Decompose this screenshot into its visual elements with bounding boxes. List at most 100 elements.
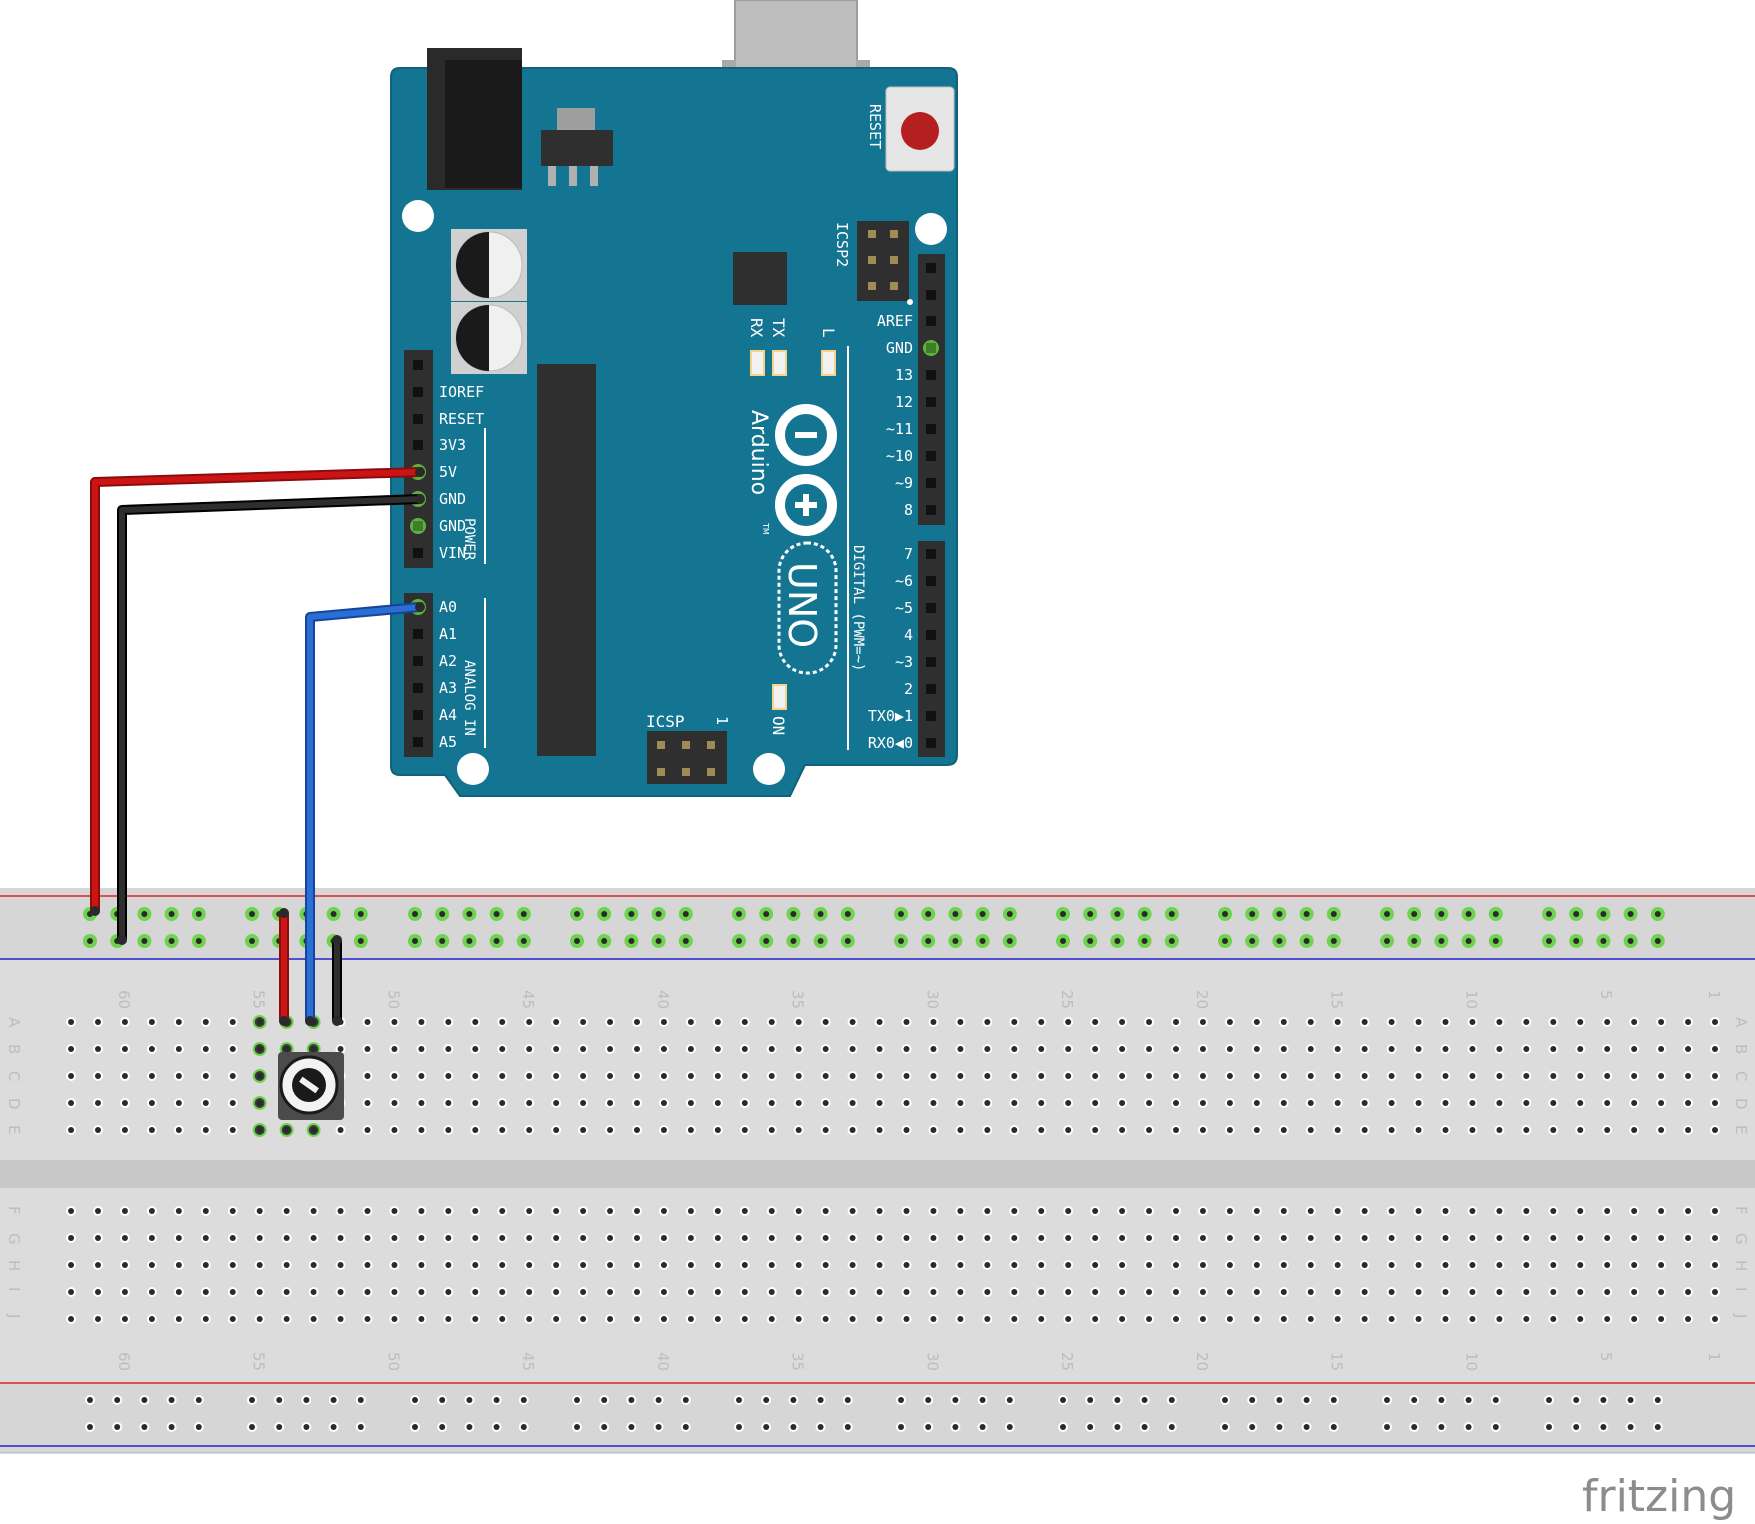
breadboard-hole[interactable]: [957, 1235, 964, 1241]
breadboard-hole[interactable]: [202, 1073, 209, 1079]
breadboard-hole[interactable]: [337, 1046, 344, 1052]
breadboard-hole[interactable]: [580, 1208, 587, 1214]
breadboard-hole[interactable]: [1415, 1289, 1422, 1295]
power-rail-hole[interactable]: [141, 1424, 148, 1430]
breadboard-hole[interactable]: [1038, 1208, 1045, 1214]
breadboard-hole[interactable]: [499, 1289, 506, 1295]
power-rail-hole[interactable]: [1006, 911, 1013, 917]
breadboard-hole[interactable]: [1577, 1208, 1584, 1214]
reset-button[interactable]: [901, 112, 939, 150]
breadboard-hole[interactable]: [229, 1100, 236, 1106]
breadboard-hole[interactable]: [1361, 1046, 1368, 1052]
breadboard-hole[interactable]: [256, 1289, 263, 1295]
breadboard-hole[interactable]: [930, 1100, 937, 1106]
breadboard-hole[interactable]: [1011, 1100, 1018, 1106]
breadboard-hole[interactable]: [957, 1073, 964, 1079]
breadboard-hole[interactable]: [1685, 1019, 1692, 1025]
breadboard-hole[interactable]: [1280, 1019, 1287, 1025]
power-rail-hole[interactable]: [844, 938, 851, 944]
breadboard-hole[interactable]: [364, 1289, 371, 1295]
breadboard-hole[interactable]: [1092, 1019, 1099, 1025]
digital-pin-low-1[interactable]: [926, 576, 936, 586]
breadboard-hole[interactable]: [553, 1073, 560, 1079]
breadboard-hole[interactable]: [1280, 1208, 1287, 1214]
breadboard-hole[interactable]: [660, 1073, 667, 1079]
breadboard-hole[interactable]: [1146, 1019, 1153, 1025]
breadboard-hole[interactable]: [310, 1235, 317, 1241]
breadboard-hole[interactable]: [1011, 1316, 1018, 1322]
power-rail-hole[interactable]: [628, 1424, 635, 1430]
breadboard-hole[interactable]: [1361, 1127, 1368, 1133]
breadboard-hole[interactable]: [283, 1289, 290, 1295]
breadboard-hole[interactable]: [768, 1208, 775, 1214]
breadboard-hole[interactable]: [1496, 1019, 1503, 1025]
breadboard-hole[interactable]: [1307, 1208, 1314, 1214]
power-rail-hole[interactable]: [898, 938, 904, 944]
power-rail-hole[interactable]: [628, 938, 635, 944]
breadboard-hole[interactable]: [903, 1100, 910, 1106]
breadboard-hole[interactable]: [1388, 1046, 1395, 1052]
breadboard-hole[interactable]: [175, 1046, 182, 1052]
breadboard-hole[interactable]: [1685, 1100, 1692, 1106]
breadboard-hole[interactable]: [1712, 1289, 1718, 1295]
power-rail-hole[interactable]: [114, 1397, 121, 1403]
breadboard-hole[interactable]: [148, 1208, 155, 1214]
breadboard-hole[interactable]: [310, 1127, 317, 1133]
breadboard-hole[interactable]: [687, 1289, 694, 1295]
breadboard-hole[interactable]: [1146, 1208, 1153, 1214]
breadboard-hole[interactable]: [1523, 1262, 1530, 1268]
power-rail-hole[interactable]: [1060, 938, 1066, 944]
breadboard-hole[interactable]: [1146, 1235, 1153, 1241]
breadboard-hole[interactable]: [1119, 1073, 1126, 1079]
breadboard-hole[interactable]: [472, 1019, 479, 1025]
breadboard-hole[interactable]: [1119, 1262, 1126, 1268]
breadboard-hole[interactable]: [849, 1262, 856, 1268]
breadboard-hole[interactable]: [1334, 1262, 1341, 1268]
power-rail-hole[interactable]: [601, 1424, 608, 1430]
breadboard-hole[interactable]: [1038, 1100, 1045, 1106]
breadboard-hole[interactable]: [607, 1262, 614, 1268]
power-rail-hole[interactable]: [790, 938, 797, 944]
breadboard-hole[interactable]: [364, 1208, 371, 1214]
breadboard-hole[interactable]: [1334, 1127, 1341, 1133]
breadboard-hole[interactable]: [175, 1073, 182, 1079]
breadboard-hole[interactable]: [148, 1046, 155, 1052]
breadboard-hole[interactable]: [1577, 1316, 1584, 1322]
analog-pin-a1[interactable]: [413, 629, 423, 639]
power-rail-hole[interactable]: [1492, 911, 1499, 917]
breadboard-hole[interactable]: [1146, 1073, 1153, 1079]
breadboard-hole[interactable]: [1253, 1208, 1260, 1214]
breadboard-hole[interactable]: [256, 1046, 263, 1052]
power-rail-hole[interactable]: [736, 1397, 742, 1403]
breadboard-hole[interactable]: [1173, 1100, 1179, 1106]
power-rail-hole[interactable]: [1654, 1424, 1661, 1430]
power-rail-hole[interactable]: [1492, 1397, 1499, 1403]
power-rail-hole[interactable]: [357, 911, 364, 917]
breadboard-hole[interactable]: [553, 1262, 560, 1268]
breadboard-hole[interactable]: [687, 1100, 694, 1106]
breadboard-hole[interactable]: [310, 1316, 317, 1322]
power-rail-hole[interactable]: [357, 938, 364, 944]
breadboard-hole[interactable]: [68, 1073, 75, 1079]
power-rail-hole[interactable]: [1006, 1397, 1013, 1403]
breadboard-hole[interactable]: [768, 1019, 775, 1025]
breadboard-hole[interactable]: [1334, 1073, 1341, 1079]
breadboard-hole[interactable]: [1550, 1019, 1557, 1025]
power-rail-hole[interactable]: [1546, 1424, 1552, 1430]
breadboard-hole[interactable]: [822, 1316, 829, 1322]
breadboard-hole[interactable]: [1146, 1289, 1153, 1295]
breadboard-hole[interactable]: [1361, 1100, 1368, 1106]
breadboard-hole[interactable]: [930, 1127, 937, 1133]
breadboard-hole[interactable]: [1712, 1046, 1718, 1052]
breadboard-hole[interactable]: [391, 1208, 398, 1214]
breadboard-hole[interactable]: [68, 1019, 75, 1025]
breadboard-hole[interactable]: [795, 1073, 802, 1079]
power-rail-hole[interactable]: [979, 1424, 986, 1430]
breadboard-hole[interactable]: [364, 1262, 371, 1268]
power-rail-hole[interactable]: [682, 1397, 689, 1403]
breadboard-hole[interactable]: [1173, 1262, 1179, 1268]
breadboard-hole[interactable]: [391, 1289, 398, 1295]
breadboard-hole[interactable]: [1442, 1289, 1449, 1295]
power-rail-hole[interactable]: [1546, 1397, 1552, 1403]
breadboard-hole[interactable]: [229, 1046, 236, 1052]
